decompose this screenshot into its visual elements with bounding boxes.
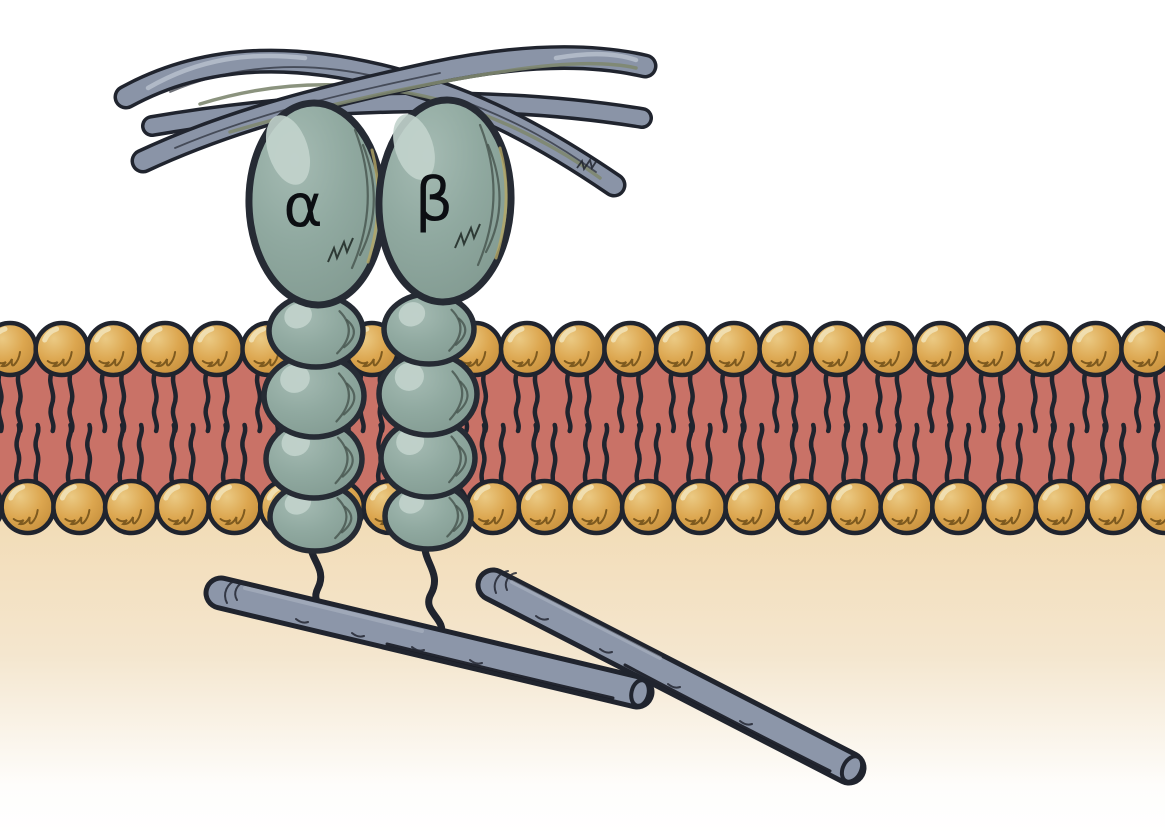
lipid-head <box>811 323 863 375</box>
alpha-label: α <box>283 171 323 241</box>
lipid-head <box>553 323 605 375</box>
lipid-head <box>1070 323 1122 375</box>
lipid-head <box>0 323 36 375</box>
lipid-head <box>915 323 967 375</box>
lipid-head <box>209 481 261 533</box>
lipid-head <box>53 481 105 533</box>
beta-subunit-head: β <box>375 96 515 306</box>
lipid-head <box>467 481 519 533</box>
lipid-head <box>604 323 656 375</box>
lipid-head <box>570 481 622 533</box>
lipid-head <box>501 323 553 375</box>
lipid-head <box>1121 323 1165 375</box>
alpha-subunit-stalk <box>261 292 367 554</box>
stalk-bead <box>261 352 367 440</box>
stalk-bead <box>381 291 477 367</box>
beta-subunit-stalk <box>376 291 480 552</box>
lipid-head <box>656 323 708 375</box>
lipid-head <box>191 323 243 375</box>
lipid-head <box>726 481 778 533</box>
actin-filament-2 <box>475 567 867 786</box>
lipid-head <box>622 481 674 533</box>
lipid-heads <box>0 481 1165 533</box>
lipid-head <box>708 323 760 375</box>
lipid-head <box>777 481 829 533</box>
lipid-head <box>984 481 1036 533</box>
lipid-head <box>87 323 139 375</box>
lipid-head <box>1036 481 1088 533</box>
lipid-head <box>829 481 881 533</box>
lipid-head <box>519 481 571 533</box>
actin-filament-1 <box>203 575 655 710</box>
lipid-head <box>157 481 209 533</box>
lipid-head <box>139 323 191 375</box>
lipid-head <box>760 323 812 375</box>
lipid-head <box>966 323 1018 375</box>
alpha-subunit-head: α <box>245 99 387 309</box>
lipid-head <box>863 323 915 375</box>
beta-cytoplasmic-tail <box>421 532 446 640</box>
stalk-bead <box>378 416 478 500</box>
ecm-fiber-back <box>141 91 653 137</box>
lipid-head <box>932 481 984 533</box>
lipid-head <box>36 323 88 375</box>
beta-label: β <box>415 165 453 235</box>
lipid-head <box>1018 323 1070 375</box>
lipid-head <box>881 481 933 533</box>
lipid-head <box>2 481 54 533</box>
lipid-heads <box>0 323 1165 375</box>
lipid-head <box>1087 481 1139 533</box>
lipid-head <box>105 481 157 533</box>
lipid-head <box>674 481 726 533</box>
